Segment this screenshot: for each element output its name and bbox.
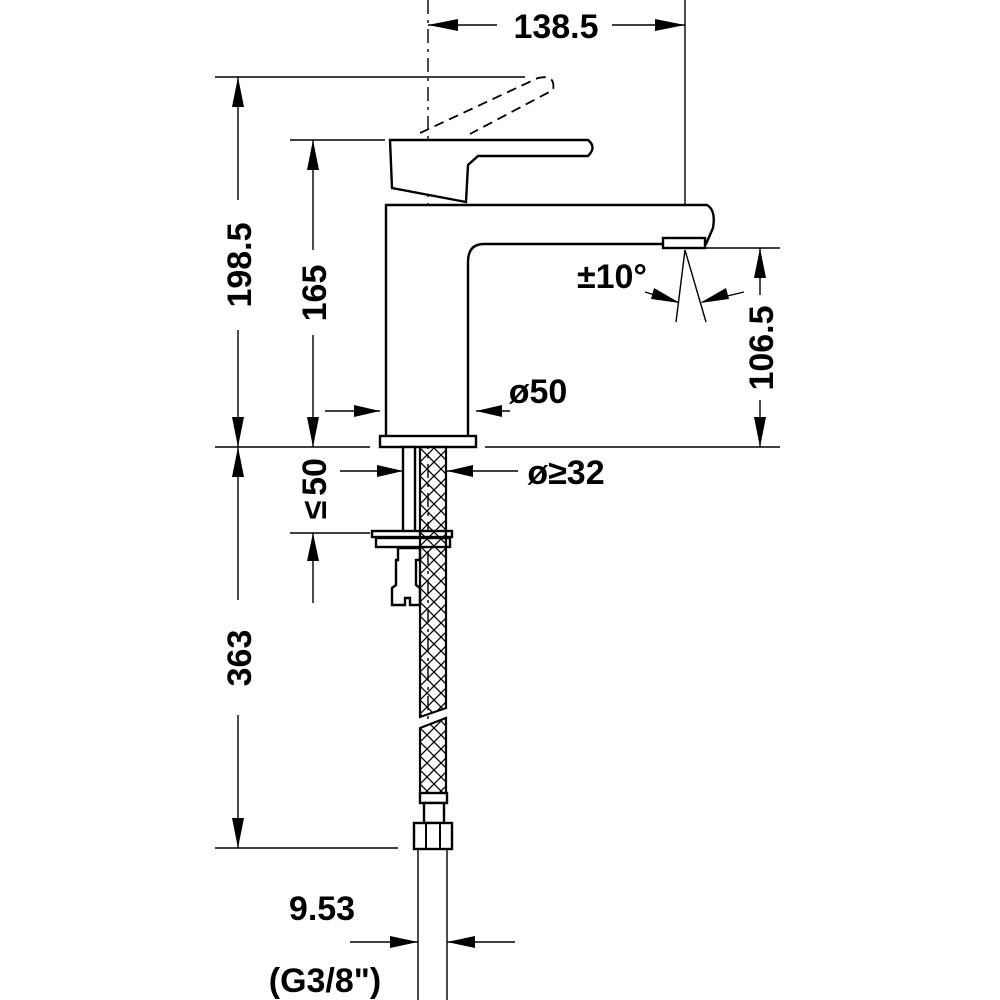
column-and-spout: [384, 203, 715, 442]
aerator: [661, 236, 707, 250]
threaded-connector: [390, 546, 422, 607]
base-ring: [378, 434, 478, 449]
lever: [388, 138, 594, 204]
mounting-parts: [370, 445, 454, 607]
threaded-rod: [401, 445, 417, 537]
dimension-lines: [232, 19, 766, 948]
dim-base-diameter: ø50: [509, 373, 568, 411]
dim-max-deck-symbol: ≤: [296, 501, 334, 520]
dim-max-deck-thickness: 50: [296, 458, 334, 496]
hose-crimp: [418, 791, 449, 805]
extension-lines: [215, 0, 780, 1000]
hose-lower: [418, 716, 448, 797]
dim-total-height: 198.5: [221, 222, 259, 307]
dimension-labels: 138.5 198.5 165 ±10° 106.5 ø50 ø≥32 50 ≤…: [221, 8, 781, 1000]
lever-raised-outline: [419, 76, 555, 135]
dim-body-height: 165: [296, 265, 334, 322]
dim-connection-thread: (G3/8"): [269, 962, 381, 1000]
arrow-138-right: [655, 19, 685, 31]
hose-sleeve: [422, 801, 446, 825]
dim-hole-diameter: ø≥32: [527, 454, 604, 492]
hose-upper: [418, 445, 448, 719]
dim-swivel-angle: ±10°: [577, 258, 647, 296]
faucet-body: [378, 76, 715, 449]
dim-outlet-height: 106.5: [743, 305, 781, 390]
braided-hose: [412, 445, 454, 851]
dim-spout-reach: 138.5: [513, 8, 598, 46]
dim-connection-diameter: 9.53: [289, 890, 355, 928]
hose-nut: [412, 821, 454, 851]
arrow-138-left: [428, 19, 458, 31]
dim-hose-length: 363: [221, 630, 259, 687]
